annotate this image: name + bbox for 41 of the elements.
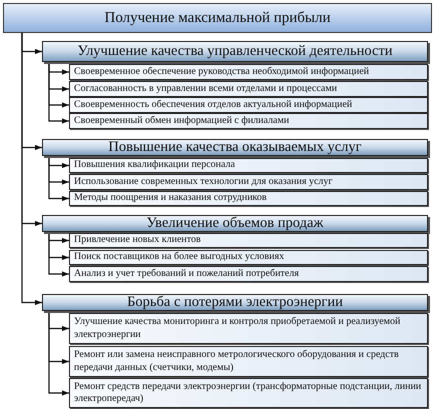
- title-box: [3, 3, 432, 33]
- node-text: Анализ и учет требований и пожеланий потребителя: [74, 268, 299, 280]
- item-box: [69, 81, 428, 97]
- node-text: Своевременный обмен информацией с филиалами: [74, 114, 290, 128]
- node-text: Получение максимальной прибыли: [104, 8, 331, 28]
- node-text: Борьба с потерями электроэнергии: [127, 293, 343, 312]
- group-box: [42, 215, 428, 232]
- group-box: [42, 139, 428, 156]
- arrow: [48, 62, 69, 124]
- item-box: [69, 266, 428, 282]
- item-box: [69, 158, 428, 173]
- node-text: Ремонт средств передачи электроэнергии (трансформаторные подстанции, линии электропередач): [74, 380, 422, 406]
- node-text: Ремонт или замена неисправного метрологического оборудования и средств передачи данных (счетчики, модемы): [74, 349, 400, 374]
- item-box: [69, 233, 428, 248]
- group-box: [42, 41, 428, 62]
- arrow: [48, 232, 69, 277]
- node-text: Согласованность в управлении всеми отделами и процессами: [74, 82, 338, 96]
- item-box: [69, 97, 428, 113]
- node-text: Своевременность обеспечения отделов актуальной информацией: [74, 98, 352, 112]
- item-box: [69, 64, 428, 80]
- node-text: Повышения квалификации персонала: [74, 159, 235, 172]
- arrow: [48, 156, 69, 202]
- node-text: Увеличение объемов продаж: [146, 214, 324, 233]
- item-box: [69, 174, 428, 190]
- item-box: [69, 191, 428, 206]
- arrow: [48, 311, 69, 396]
- node-text: Привлечение новых клиентов: [74, 234, 201, 247]
- node-text: Своевременное обеспечение руководства необходимой информацией: [74, 66, 369, 78]
- node-text: Улучшение качества мониторинга и контроля приобретаемой и реализуемой электроэнергии: [74, 316, 402, 341]
- item-box: [69, 378, 428, 408]
- node-text: Повышение качества оказываемых услуг: [108, 138, 362, 157]
- arrow: [21, 33, 42, 306]
- group-box: [42, 294, 428, 311]
- node-text: Методы поощрения и наказания сотрудников: [74, 192, 267, 205]
- node-text: Использование современных технологии для оказания услуг: [74, 176, 333, 188]
- item-box: [69, 250, 428, 265]
- node-text: Поиск поставщиков на более выгодных условиях: [74, 251, 284, 264]
- item-box: [69, 313, 428, 344]
- node-text: Улучшение качества управленческой деятельности: [77, 42, 393, 61]
- item-box: [69, 346, 428, 377]
- item-box: [69, 113, 428, 129]
